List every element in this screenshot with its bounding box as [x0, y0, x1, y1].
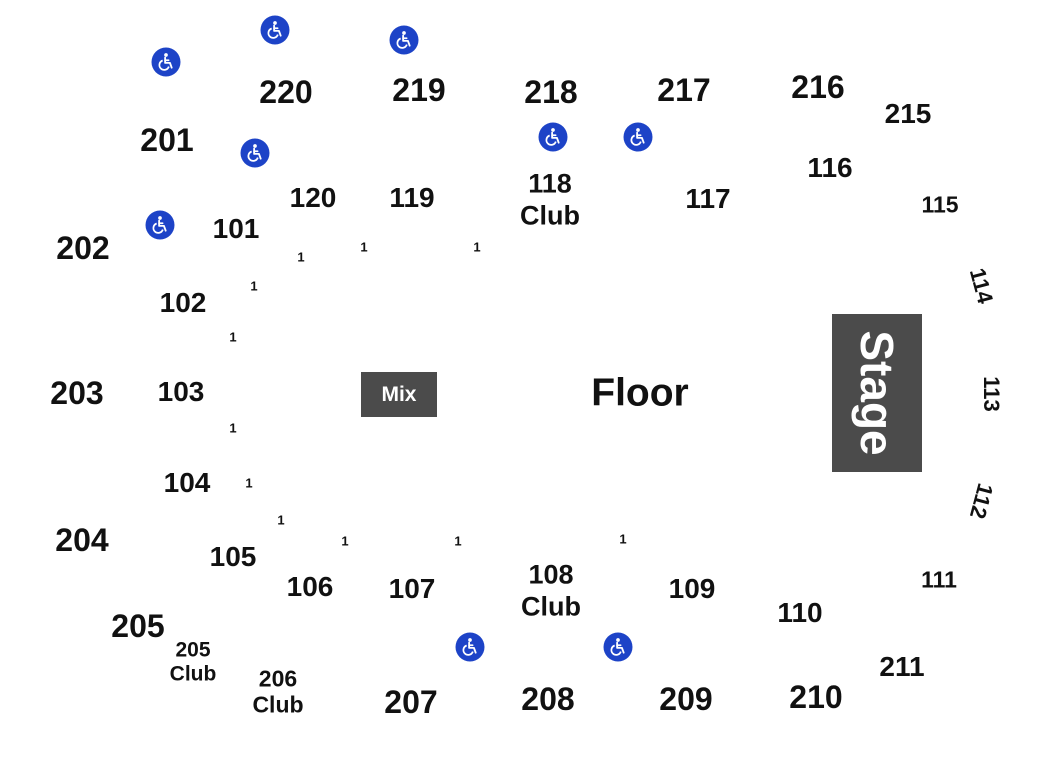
section-117[interactable]: 117	[685, 183, 731, 214]
section-113[interactable]: 113	[979, 376, 1004, 412]
section-219[interactable]: 219	[392, 72, 446, 108]
section-102[interactable]: 102	[159, 287, 207, 318]
section-101[interactable]: 101	[212, 213, 260, 244]
section-118-number: 118	[528, 168, 572, 199]
row-1-marker: 1	[619, 531, 627, 547]
row-1-marker: 1	[341, 533, 349, 549]
section-205-club[interactable]: 205 Club	[170, 638, 217, 685]
section-116[interactable]: 116	[807, 152, 853, 183]
section-205-club-label: Club	[169, 662, 217, 685]
section-215[interactable]: 215	[884, 98, 932, 129]
section-205[interactable]: 205	[111, 608, 165, 644]
section-109[interactable]: 109	[668, 573, 716, 604]
section-220[interactable]: 220	[259, 74, 313, 110]
section-206-number: 206	[258, 665, 298, 692]
section-114[interactable]: 114	[964, 265, 999, 307]
section-108-number: 108	[528, 559, 574, 590]
section-203[interactable]: 203	[50, 375, 104, 411]
row-1-marker: 1	[360, 239, 368, 255]
section-118-club-label: Club	[520, 201, 580, 231]
section-206-club-label: Club	[252, 691, 304, 717]
floor-section[interactable]: Floor	[591, 371, 689, 415]
row-1-marker: 1	[229, 420, 237, 436]
section-211[interactable]: 211	[879, 651, 925, 682]
section-118-club[interactable]: 118 Club	[520, 168, 580, 233]
row-1-marker: 1	[229, 329, 237, 345]
wheelchair-accessible-icon[interactable]	[260, 15, 290, 45]
section-210[interactable]: 210	[789, 679, 843, 715]
section-107[interactable]: 107	[388, 573, 436, 604]
section-201[interactable]: 201	[140, 122, 194, 158]
section-115[interactable]: 115	[921, 191, 959, 218]
wheelchair-accessible-icon[interactable]	[455, 632, 485, 662]
section-202[interactable]: 202	[56, 230, 110, 266]
section-208[interactable]: 208	[521, 681, 575, 717]
section-108-club[interactable]: 108 Club	[521, 559, 581, 624]
section-106[interactable]: 106	[286, 571, 334, 602]
mix-label: Mix	[381, 382, 417, 406]
row-1-marker: 1	[250, 278, 258, 294]
row-1-marker: 1	[277, 512, 285, 528]
row-1-marker: 1	[245, 475, 253, 491]
row-1-marker: 1	[297, 249, 305, 265]
wheelchair-accessible-icon[interactable]	[389, 25, 419, 55]
wheelchair-accessible-icon[interactable]	[240, 138, 270, 168]
mix-position: Mix	[361, 372, 437, 417]
wheelchair-accessible-icon[interactable]	[538, 122, 568, 152]
section-217[interactable]: 217	[657, 72, 711, 108]
wheelchair-accessible-icon[interactable]	[603, 632, 633, 662]
section-216[interactable]: 216	[791, 69, 845, 105]
wheelchair-accessible-icon[interactable]	[151, 47, 181, 77]
row-1-marker: 1	[473, 239, 481, 255]
stage: Stage	[832, 314, 922, 472]
section-110[interactable]: 110	[777, 597, 823, 628]
stage-label: Stage	[851, 330, 903, 456]
section-207[interactable]: 207	[384, 684, 438, 720]
section-206-club[interactable]: 206 Club	[252, 665, 304, 718]
section-209[interactable]: 209	[659, 681, 713, 717]
section-119[interactable]: 119	[389, 182, 435, 213]
section-205-club-number: 205	[175, 638, 211, 662]
section-108-club-label: Club	[521, 592, 581, 622]
section-120[interactable]: 120	[289, 182, 337, 213]
section-103[interactable]: 103	[157, 376, 205, 407]
section-218[interactable]: 218	[524, 74, 578, 110]
section-204[interactable]: 204	[55, 522, 109, 558]
section-104[interactable]: 104	[163, 467, 211, 498]
section-105[interactable]: 105	[209, 541, 257, 572]
section-111[interactable]: 111	[921, 566, 957, 593]
section-112[interactable]: 112	[964, 480, 999, 522]
row-1-marker: 1	[454, 533, 462, 549]
wheelchair-accessible-icon[interactable]	[145, 210, 175, 240]
wheelchair-accessible-icon[interactable]	[623, 122, 653, 152]
